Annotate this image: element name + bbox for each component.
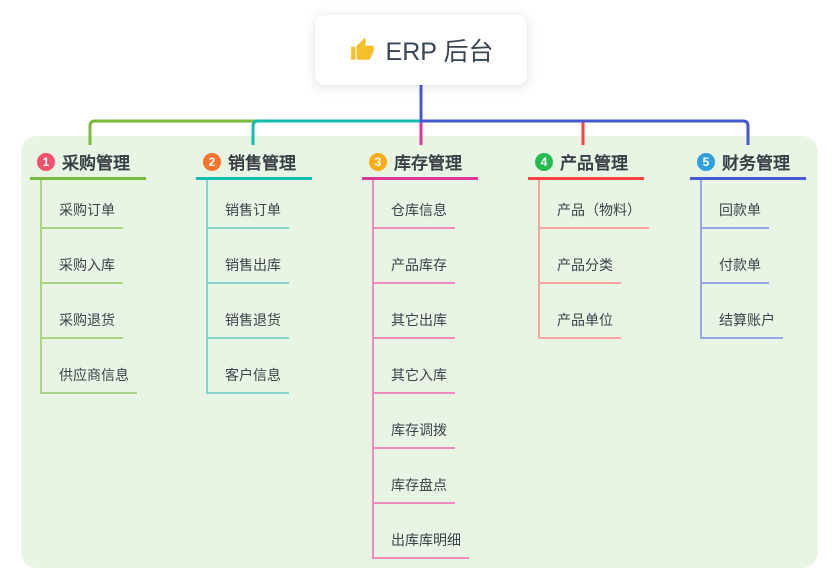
node-label: 销售出库 bbox=[208, 255, 289, 284]
node-label: 客户信息 bbox=[208, 365, 289, 394]
branch-title-purchase[interactable]: 1 采购管理 bbox=[30, 146, 146, 180]
branch-sales-management: 2 销售管理 销售订单 销售出库 销售退货 客户信息 bbox=[196, 146, 312, 394]
branch-label: 销售管理 bbox=[228, 154, 296, 173]
branch-title-inventory[interactable]: 3 库存管理 bbox=[362, 146, 478, 180]
mindmap-node[interactable]: 销售订单 bbox=[208, 180, 312, 229]
mindmap-node[interactable]: 库存调拨 bbox=[374, 394, 478, 449]
branch-number-badge: 2 bbox=[203, 152, 221, 171]
mindmap-node[interactable]: 其它出库 bbox=[374, 284, 478, 339]
mindmap-node[interactable]: 其它入库 bbox=[374, 339, 478, 394]
branch-label: 库存管理 bbox=[394, 154, 462, 173]
mindmap-panel bbox=[21, 136, 818, 568]
root-node-label: ERP 后台 bbox=[385, 38, 494, 66]
node-label: 结算账户 bbox=[702, 310, 783, 339]
mindmap-node[interactable]: 产品（物料） bbox=[540, 180, 649, 229]
branch-finance-management: 5 财务管理 回款单 付款单 结算账户 bbox=[690, 146, 806, 339]
branch-number-badge: 1 bbox=[37, 152, 55, 171]
mindmap-node[interactable]: 库存盘点 bbox=[374, 449, 478, 504]
branch-children: 回款单 付款单 结算账户 bbox=[700, 180, 806, 339]
mindmap-node[interactable]: 结算账户 bbox=[702, 284, 806, 339]
mindmap-node[interactable]: 产品单位 bbox=[540, 284, 644, 339]
root-node[interactable]: ERP 后台 bbox=[315, 15, 527, 85]
node-label: 供应商信息 bbox=[42, 365, 137, 394]
node-label: 仓库信息 bbox=[374, 200, 455, 229]
mindmap-node[interactable]: 付款单 bbox=[702, 229, 806, 284]
mindmap-node[interactable]: 回款单 bbox=[702, 180, 806, 229]
mindmap-node[interactable]: 出库库明细 bbox=[374, 504, 478, 559]
branch-children: 产品（物料） 产品分类 产品单位 bbox=[538, 180, 649, 339]
branch-children: 仓库信息 产品库存 其它出库 其它入库 库存调拨 库存盘点 出库库明细 bbox=[372, 180, 478, 559]
branch-label: 财务管理 bbox=[722, 154, 790, 173]
branch-label: 产品管理 bbox=[560, 154, 628, 173]
branch-title-finance[interactable]: 5 财务管理 bbox=[690, 146, 806, 180]
branch-title-product[interactable]: 4 产品管理 bbox=[528, 146, 644, 180]
node-label: 库存盘点 bbox=[374, 475, 455, 504]
mindmap-node[interactable]: 客户信息 bbox=[208, 339, 312, 394]
node-label: 产品（物料） bbox=[540, 200, 649, 229]
mindmap-node[interactable]: 采购入库 bbox=[42, 229, 146, 284]
branch-title-sales[interactable]: 2 销售管理 bbox=[196, 146, 312, 180]
node-label: 其它入库 bbox=[374, 365, 455, 394]
mindmap-node[interactable]: 仓库信息 bbox=[374, 180, 478, 229]
node-label: 产品单位 bbox=[540, 310, 621, 339]
branch-number-badge: 3 bbox=[369, 152, 387, 171]
branch-product-management: 4 产品管理 产品（物料） 产品分类 产品单位 bbox=[528, 146, 649, 339]
node-label: 付款单 bbox=[702, 255, 769, 284]
node-label: 销售订单 bbox=[208, 200, 289, 229]
branch-number-badge: 5 bbox=[697, 152, 715, 171]
node-label: 采购退货 bbox=[42, 310, 123, 339]
node-label: 其它出库 bbox=[374, 310, 455, 339]
mindmap-node[interactable]: 采购订单 bbox=[42, 180, 146, 229]
mindmap-node[interactable]: 产品分类 bbox=[540, 229, 644, 284]
branch-inventory-management: 3 库存管理 仓库信息 产品库存 其它出库 其它入库 库存调拨 库存盘点 出库库… bbox=[362, 146, 478, 559]
thumbs-up-icon bbox=[349, 37, 375, 63]
node-label: 产品分类 bbox=[540, 255, 621, 284]
mindmap-node[interactable]: 产品库存 bbox=[374, 229, 478, 284]
node-label: 采购入库 bbox=[42, 255, 123, 284]
node-label: 回款单 bbox=[702, 200, 769, 229]
node-label: 销售退货 bbox=[208, 310, 289, 339]
node-label: 库存调拨 bbox=[374, 420, 455, 449]
branch-label: 采购管理 bbox=[62, 154, 130, 173]
node-label: 产品库存 bbox=[374, 255, 455, 284]
mindmap-node[interactable]: 销售出库 bbox=[208, 229, 312, 284]
mindmap-node[interactable]: 供应商信息 bbox=[42, 339, 146, 394]
node-label: 采购订单 bbox=[42, 200, 123, 229]
branch-purchase-management: 1 采购管理 采购订单 采购入库 采购退货 供应商信息 bbox=[30, 146, 146, 394]
mindmap-node[interactable]: 采购退货 bbox=[42, 284, 146, 339]
branch-children: 采购订单 采购入库 采购退货 供应商信息 bbox=[40, 180, 146, 394]
branch-children: 销售订单 销售出库 销售退货 客户信息 bbox=[206, 180, 312, 394]
branch-number-badge: 4 bbox=[535, 152, 553, 171]
node-label: 出库库明细 bbox=[374, 530, 469, 559]
mindmap-node[interactable]: 销售退货 bbox=[208, 284, 312, 339]
